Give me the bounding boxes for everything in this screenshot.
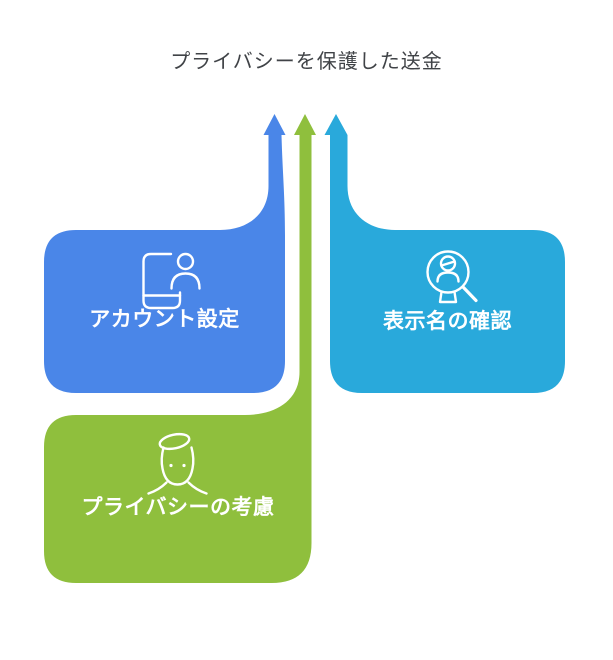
- search-user-icon: [426, 250, 478, 304]
- node-shape-display-name-check: [324, 114, 565, 393]
- node-label-account-setup: アカウント設定: [89, 308, 240, 331]
- diagram-title: プライバシーを保護した送金: [170, 51, 443, 73]
- node-label-privacy-consideration: プライバシーの考慮: [81, 496, 275, 519]
- node-shape-privacy-consideration: [44, 114, 316, 583]
- node-label-display-name-check: 表示名の確認: [383, 310, 512, 333]
- anonymous-user-icon: [147, 432, 208, 495]
- phone-user-icon: [142, 252, 201, 310]
